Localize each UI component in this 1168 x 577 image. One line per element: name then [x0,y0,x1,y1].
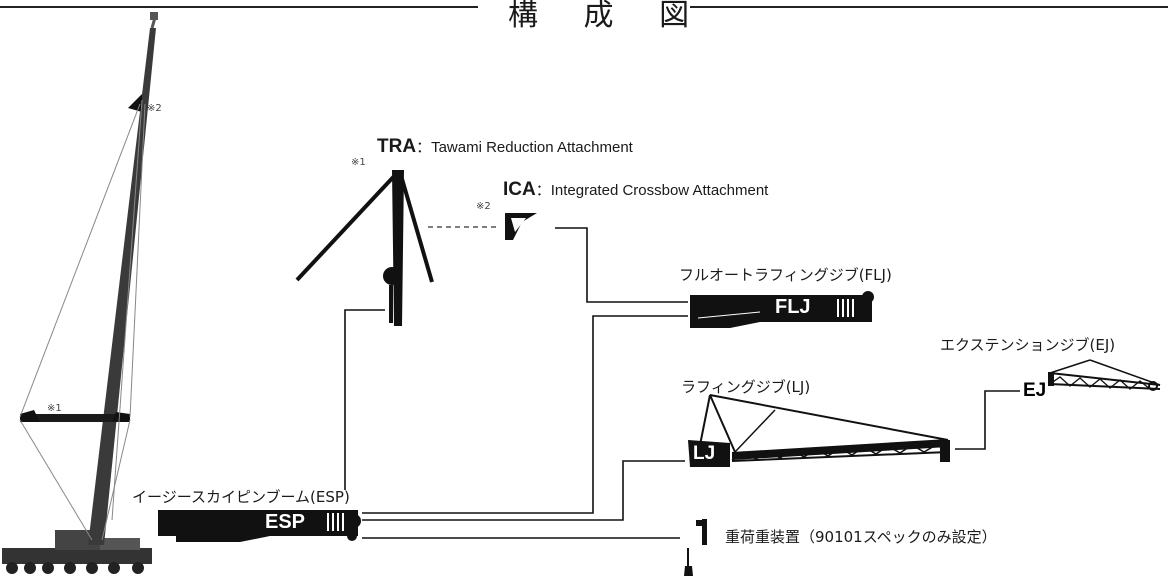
lj-label: ラフィングジブ(LJ) [681,378,811,396]
weight-device-label: 重荷重装置（90101スペックのみ設定） [725,528,997,546]
tra-note: ※1 [351,157,366,168]
page-title: 構 成 図 [508,0,708,33]
ica-note: ※2 [476,201,491,212]
ej-tag: EJ [1023,380,1047,401]
ica-attachment-graphic [505,213,537,240]
flj-label: フルオートラフィングジブ(FLJ) [679,266,892,284]
crane-illustration [2,12,158,574]
ica-description: ：Integrated Crossbow Attachment [535,182,769,199]
crane-boom [88,28,156,545]
connector-esp-tra [344,309,385,490]
weight-device-graphic [684,519,707,576]
connector-esp-lj [362,460,685,521]
tra-description: ：Tawami Reduction Attachment [416,139,633,156]
connector-ica-flj [555,227,688,303]
ej-label: エクステンションジブ(EJ) [940,336,1116,354]
crane-note-mid: ※1 [47,403,62,414]
connector-lines [344,227,1020,539]
crane-note-top: ※2 [147,103,162,114]
connector-lj-ej [955,390,1020,450]
crane-wheels [6,562,144,574]
flj-tag: FLJ [775,296,811,318]
ica-abbr: ICA [503,179,536,200]
lj-tag: LJ [693,443,716,464]
lj-graphic [688,394,950,467]
esp-label: イージースカイピンブーム(ESP) [132,488,350,506]
esp-tag: ESP [265,511,306,533]
tra-label: TRA：Tawami Reduction Attachment [377,136,633,158]
flj-graphic [690,291,874,328]
tra-abbr: TRA [377,136,417,157]
connector-esp-flj [362,315,688,514]
crane-tra-head [128,94,142,112]
tra-attachment-graphic [295,170,434,326]
crane-carrier-body [2,548,152,564]
esp-graphic [158,510,361,542]
ej-graphic [1048,359,1161,391]
crane-crossbow [20,414,130,422]
ica-label: ICA：Integrated Crossbow Attachment [503,179,768,201]
